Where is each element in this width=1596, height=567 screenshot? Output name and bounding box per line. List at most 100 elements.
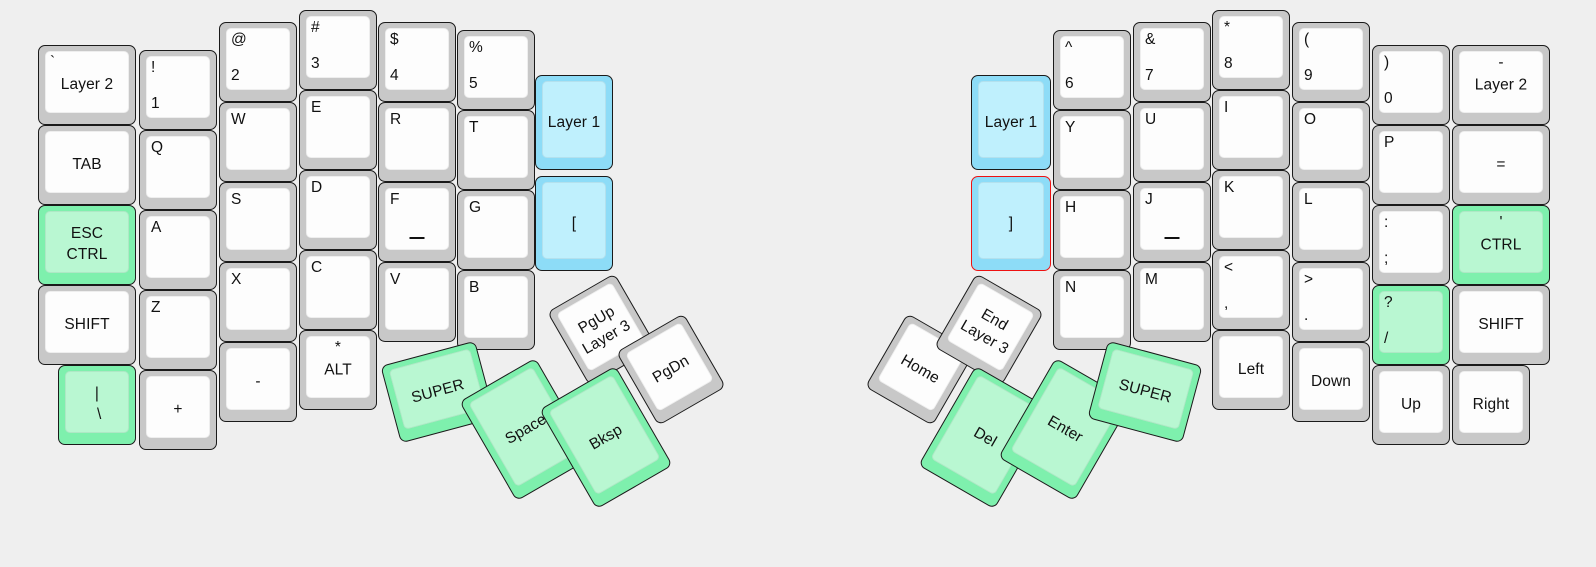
key-r-c5-r3[interactable]: ?/ [1372,285,1450,365]
key-l-c4-r3[interactable]: V [378,262,456,342]
key-r-c5-r2[interactable]: :; [1372,205,1450,285]
keycap-surface [1379,291,1443,353]
key-l-c3-r3[interactable]: C [299,250,377,330]
key-r-c4-r4[interactable]: Down [1292,342,1370,422]
keycap-surface [226,188,290,250]
key-r-c6-r4[interactable]: Right [1452,365,1530,445]
key-l-c3-r1[interactable]: E [299,90,377,170]
key-r-c5-r1[interactable]: P [1372,125,1450,205]
keycap-surface [65,371,129,433]
keycap-surface [45,211,129,273]
key-legend-center: Left [1237,360,1265,378]
key-r-c0-r1[interactable]: ] [971,176,1051,271]
key-r-c2-r0[interactable]: &7 [1133,22,1211,102]
key-l-c1-r2[interactable]: A [139,210,217,290]
key-r-c4-r1[interactable]: O [1292,102,1370,182]
key-legend-top: ) [1384,54,1390,71]
key-r-c1-r2[interactable]: H [1053,190,1131,270]
keycap-surface [1459,131,1543,193]
key-legend-top: W [231,111,246,128]
keycap-surface [1060,276,1124,338]
key-r-c3-r2[interactable]: K [1212,170,1290,250]
key-l-c4-r2[interactable]: F [378,182,456,262]
key-l-c5-r1[interactable]: T [457,110,535,190]
key-legend-top: B [469,279,480,296]
key-legend-top: * [1224,19,1231,36]
key-legend-center: ALT [324,361,352,379]
key-legend-bottom: 4 [390,66,399,84]
keycap-surface [306,16,370,78]
key-legend-top: X [231,271,242,288]
keycap-surface [464,116,528,178]
key-r-c6-r1[interactable]: = [1452,125,1550,205]
key-r-c4-r3[interactable]: >. [1292,262,1370,342]
keycap-surface [385,28,449,90]
key-l-c6-r0[interactable]: Layer 1 [535,75,613,170]
key-l-c2-r1[interactable]: W [219,102,297,182]
key-r-c6-r0[interactable]: -Layer 2 [1452,45,1550,125]
key-legend-center: ESC CTRL [66,225,108,263]
key-r-c5-r0[interactable]: )0 [1372,45,1450,125]
key-l-c2-r0[interactable]: @2 [219,22,297,102]
key-r-c0-r0[interactable]: Layer 1 [971,75,1051,170]
key-l-c1-r1[interactable]: Q [139,130,217,210]
key-legend-top: # [311,19,320,36]
key-legend-top: Q [151,139,164,156]
keycap-surface [1060,36,1124,98]
key-r-c3-r0[interactable]: *8 [1212,10,1290,90]
key-r-c3-r1[interactable]: I [1212,90,1290,170]
keycap-surface [1219,16,1283,78]
key-legend-top: $ [390,31,399,48]
key-l-c1-r4[interactable]: + [139,370,217,450]
key-l-c2-r3[interactable]: X [219,262,297,342]
key-l-c4-r1[interactable]: R [378,102,456,182]
key-legend-bottom: . [1304,306,1309,324]
key-r-c1-r3[interactable]: N [1053,270,1131,350]
key-l-c5-r3[interactable]: B [457,270,535,350]
key-l-c1-r0[interactable]: !1 [139,50,217,130]
keycap-surface [1459,51,1543,113]
key-r-c3-r4[interactable]: Left [1212,330,1290,410]
key-legend-center: Down [1310,372,1352,390]
key-l-c4-r0[interactable]: $4 [378,22,456,102]
key-l-c0-r4[interactable]: | \ [58,365,136,445]
key-legend-top: Y [1065,119,1076,136]
key-l-c2-r2[interactable]: S [219,182,297,262]
key-l-c0-r2[interactable]: ESC CTRL [38,205,136,285]
key-legend-center: SHIFT [1478,315,1524,333]
key-legend-top: * [334,339,342,356]
keycap-surface [146,216,210,278]
key-r-c6-r3[interactable]: SHIFT [1452,285,1550,365]
key-r-c2-r3[interactable]: M [1133,262,1211,342]
keycap-surface [1060,116,1124,178]
key-l-c2-r4[interactable]: - [219,342,297,422]
key-legend-center: = [1496,155,1506,173]
key-r-c5-r4[interactable]: Up [1372,365,1450,445]
key-l-c1-r3[interactable]: Z [139,290,217,370]
keycap-surface [542,182,606,259]
key-r-c1-r1[interactable]: Y [1053,110,1131,190]
key-legend-center: SHIFT [64,315,110,333]
key-l-c0-r3[interactable]: SHIFT [38,285,136,365]
key-r-c2-r2[interactable]: J [1133,182,1211,262]
key-r-c3-r3[interactable]: <, [1212,250,1290,330]
key-l-c0-r1[interactable]: TAB [38,125,136,205]
key-l-c3-r4[interactable]: * ALT [299,330,377,410]
key-legend-top: R [390,111,402,128]
key-r-c2-r1[interactable]: U [1133,102,1211,182]
key-legend-top: ^ [1065,39,1073,56]
key-l-c0-r0[interactable]: `Layer 2 [38,45,136,125]
key-legend-top: S [231,191,242,208]
key-l-c3-r0[interactable]: #3 [299,10,377,90]
key-legend-top: V [390,271,401,288]
keycap-surface [1219,256,1283,318]
key-r-c6-r2[interactable]: 'CTRL [1452,205,1550,285]
key-l-c6-r1[interactable]: [ [535,176,613,271]
key-r-c4-r2[interactable]: L [1292,182,1370,262]
key-l-c5-r2[interactable]: G [457,190,535,270]
key-l-c5-r0[interactable]: %5 [457,30,535,110]
key-l-c3-r2[interactable]: D [299,170,377,250]
key-r-c1-r0[interactable]: ^6 [1053,30,1131,110]
key-legend-top: Z [151,299,161,316]
key-r-c4-r0[interactable]: (9 [1292,22,1370,102]
